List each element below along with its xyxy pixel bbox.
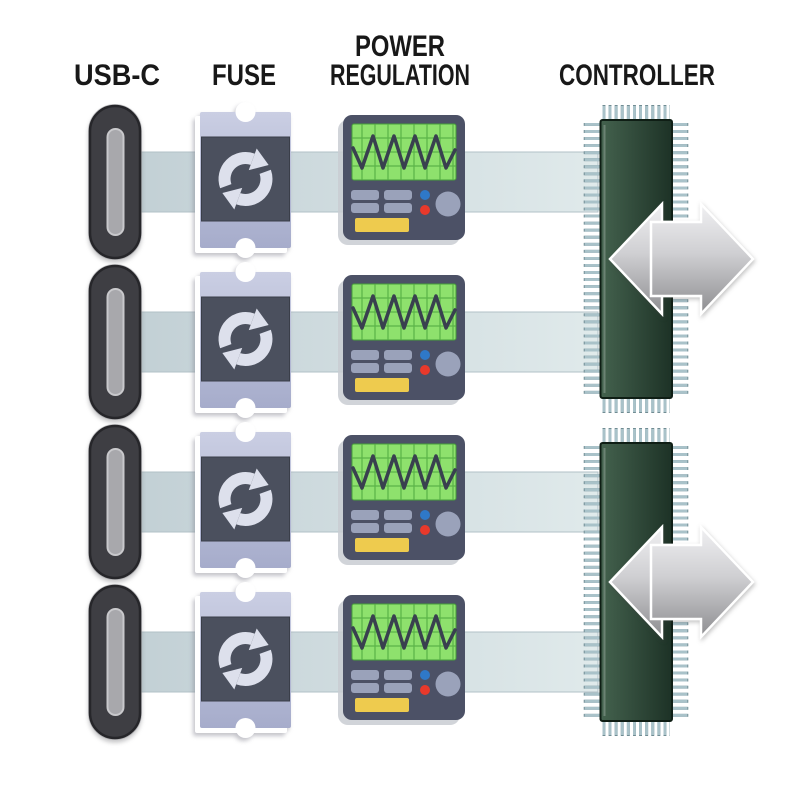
column-header-power: POWER [355, 30, 445, 63]
column-header-fuse: FUSE [212, 59, 276, 92]
column-header-usb-c: USB-C [74, 59, 160, 92]
channel-row-1 [88, 102, 598, 260]
column-header-regulation: REGULATION [330, 59, 470, 92]
controller-2 [593, 436, 754, 728]
channel-row-2 [88, 262, 598, 420]
channel-row-4 [88, 582, 598, 740]
column-header-controller: CONTROLLER [559, 59, 715, 92]
channel-row-3 [88, 422, 598, 580]
controller-1 [593, 113, 754, 405]
